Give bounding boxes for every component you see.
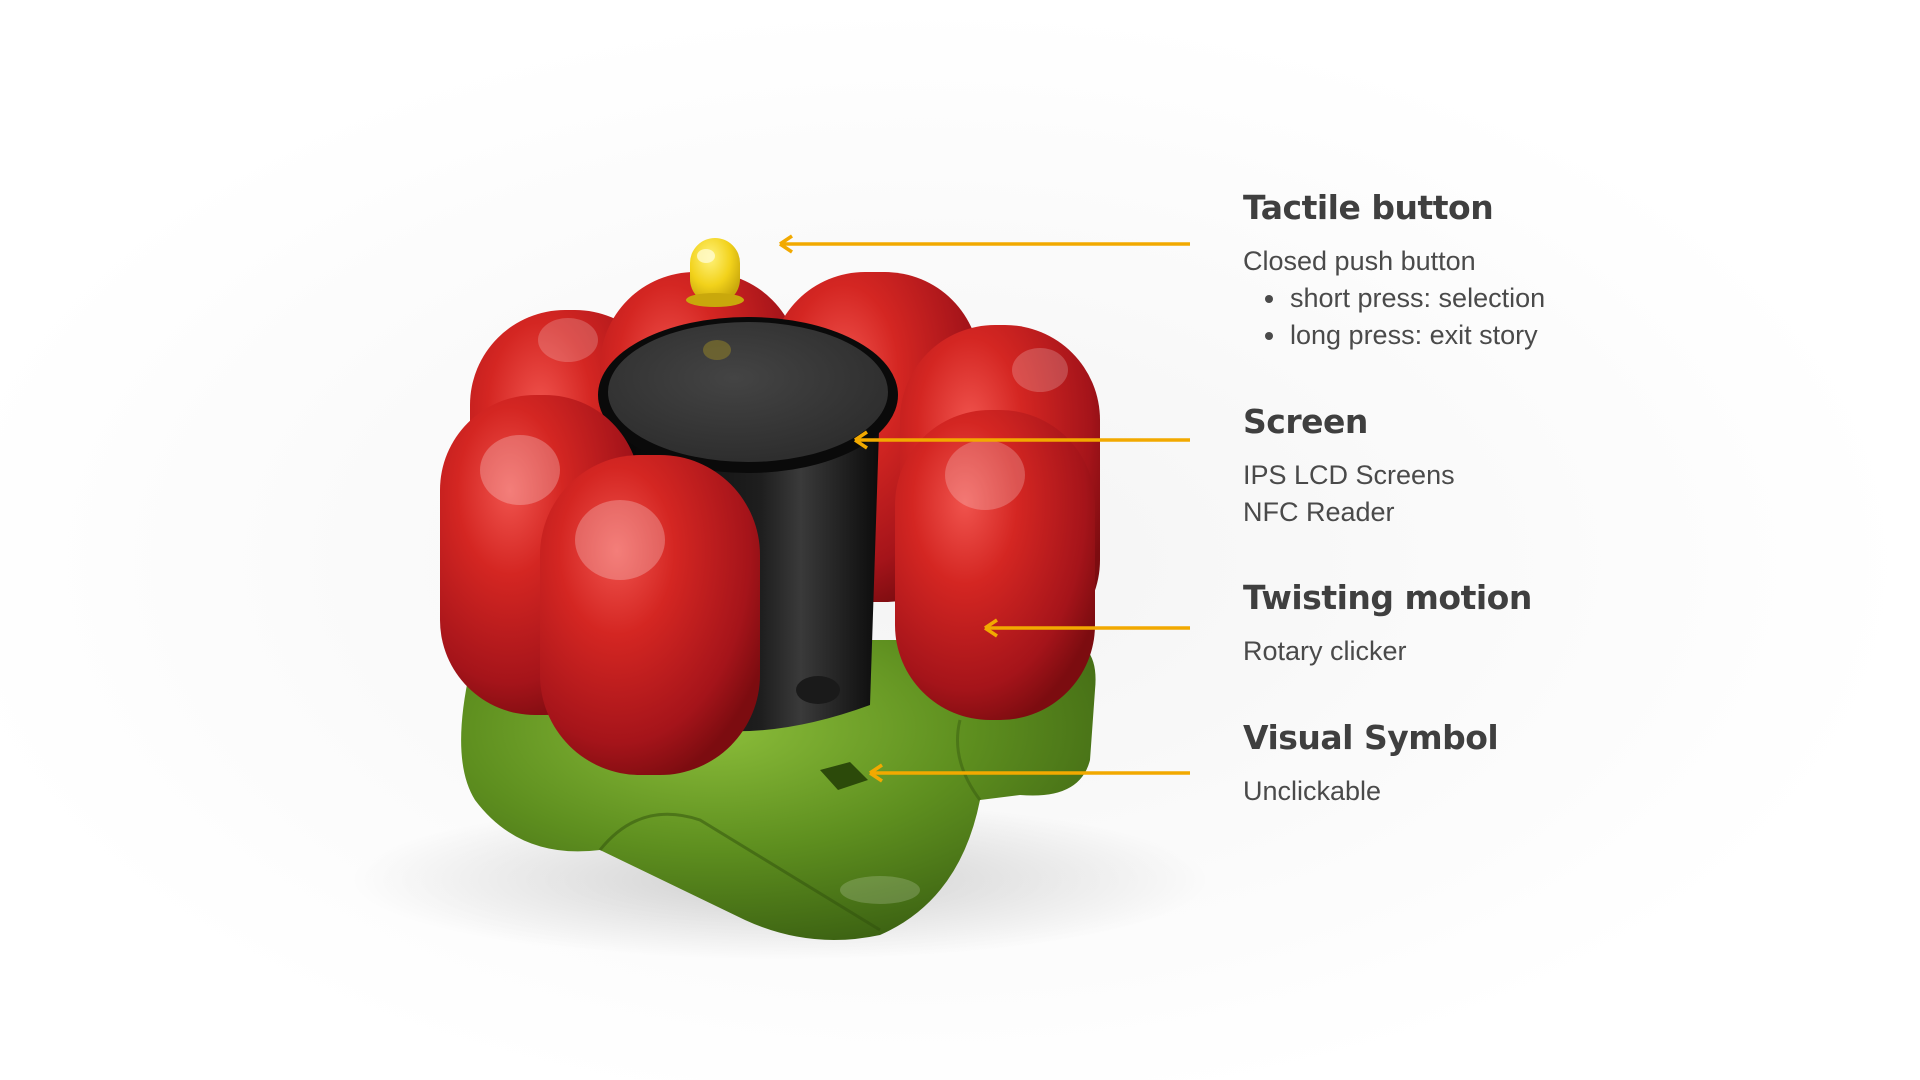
callout-title: Visual Symbol: [1243, 718, 1499, 757]
callout-description: Closed push button: [1243, 246, 1476, 276]
callout-line: NFC Reader: [1243, 497, 1395, 527]
callout-bullet: short press: selection: [1288, 280, 1545, 317]
callout-description: Rotary clicker: [1243, 636, 1407, 666]
callout-title: Screen: [1243, 402, 1368, 441]
callout-title: Twisting motion: [1243, 578, 1532, 617]
callout-bullet: long press: exit story: [1288, 317, 1545, 354]
callout-screen: Screen IPS LCD Screens NFC Reader: [1243, 402, 1455, 531]
visual-symbol-mark: [820, 762, 868, 790]
callout-twisting-motion: Twisting motion Rotary clicker: [1243, 578, 1532, 670]
callout-visual-symbol: Visual Symbol Unclickable: [1243, 718, 1499, 810]
red-petals-front: [440, 318, 1095, 775]
screen-display: [608, 322, 888, 462]
callout-description: Unclickable: [1243, 776, 1382, 806]
callout-line: IPS LCD Screens: [1243, 460, 1455, 490]
callout-arrows: [779, 234, 1190, 783]
callout-tactile-button: Tactile button Closed push button short …: [1243, 188, 1545, 354]
callout-title: Tactile button: [1243, 188, 1494, 227]
tactile-button-knob: [686, 238, 744, 307]
callout-bullet-list: short press: selection long press: exit …: [1243, 280, 1545, 354]
